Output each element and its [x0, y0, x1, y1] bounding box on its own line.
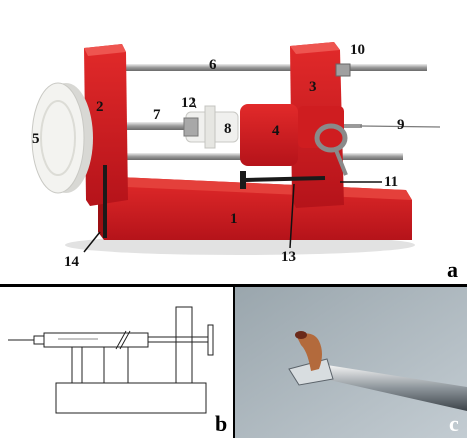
label-11: 11 [384, 174, 399, 190]
leader-12 [191, 97, 197, 109]
schematic-middle-support [103, 346, 129, 384]
panel-letter-a: a [447, 257, 458, 282]
panel-a-photo: 1 2 3 4 5 6 7 8 9 10 11 12 13 14 a [31, 42, 458, 282]
top-bolt [335, 63, 351, 77]
schematic-clamp [115, 330, 131, 350]
label-12: 12 [181, 95, 196, 111]
schematic-syringe-tip [33, 335, 45, 345]
eye-bolt-shank [334, 149, 348, 176]
right-plate-top [290, 42, 340, 54]
specimen [297, 333, 322, 371]
label-8: 8 [224, 121, 232, 137]
label-7: 7 [153, 107, 161, 123]
schematic-right-plate [175, 306, 193, 384]
leader-14 [83, 231, 101, 253]
micrograph-illustration [235, 287, 467, 438]
label-1: 1 [230, 211, 238, 227]
leader-13 [289, 183, 295, 249]
plunger-flange [204, 105, 216, 149]
schematic-knob [207, 324, 214, 356]
label-10: 10 [350, 42, 365, 58]
syringe-holder [240, 104, 298, 166]
left-plate-top [84, 44, 126, 56]
left-plate [84, 44, 128, 206]
label-6: 6 [209, 57, 217, 73]
threaded-rod-top [122, 64, 427, 71]
schematic-syringe-barrel [43, 332, 149, 348]
device-photo-illustration [31, 42, 441, 255]
panel-divider-vertical [232, 287, 235, 438]
specimen-head [295, 331, 307, 339]
schematic-base [55, 382, 207, 414]
panel-letter-b: b [215, 411, 228, 436]
eye-bolt-ring [314, 123, 348, 153]
knob-face [31, 82, 85, 194]
label-2: 2 [96, 99, 104, 115]
schematic-left-support [71, 346, 83, 384]
hex-nut [183, 117, 199, 137]
horizontal-screw [244, 176, 326, 182]
label-13: 13 [281, 249, 296, 265]
micrograph-background [235, 287, 467, 438]
needle-hub [344, 124, 362, 128]
label-5: 5 [32, 131, 40, 147]
panel-b-schematic: b [0, 287, 233, 438]
label-3: 3 [309, 79, 317, 95]
label-4: 4 [272, 123, 280, 139]
needle-shaft [325, 365, 467, 411]
label-9: 9 [397, 117, 405, 133]
schematic-drawing [8, 306, 214, 414]
needle [359, 125, 441, 128]
panel-letter-c: c [449, 411, 459, 436]
label-14: 14 [64, 254, 79, 270]
screw-rod [60, 122, 210, 130]
panel-c-micrograph: c [235, 287, 467, 438]
knob-ring [40, 100, 76, 176]
panel-divider-horizontal [0, 284, 467, 287]
horizontal-screw-head [240, 171, 246, 189]
schematic-plunger-rod [147, 336, 209, 343]
